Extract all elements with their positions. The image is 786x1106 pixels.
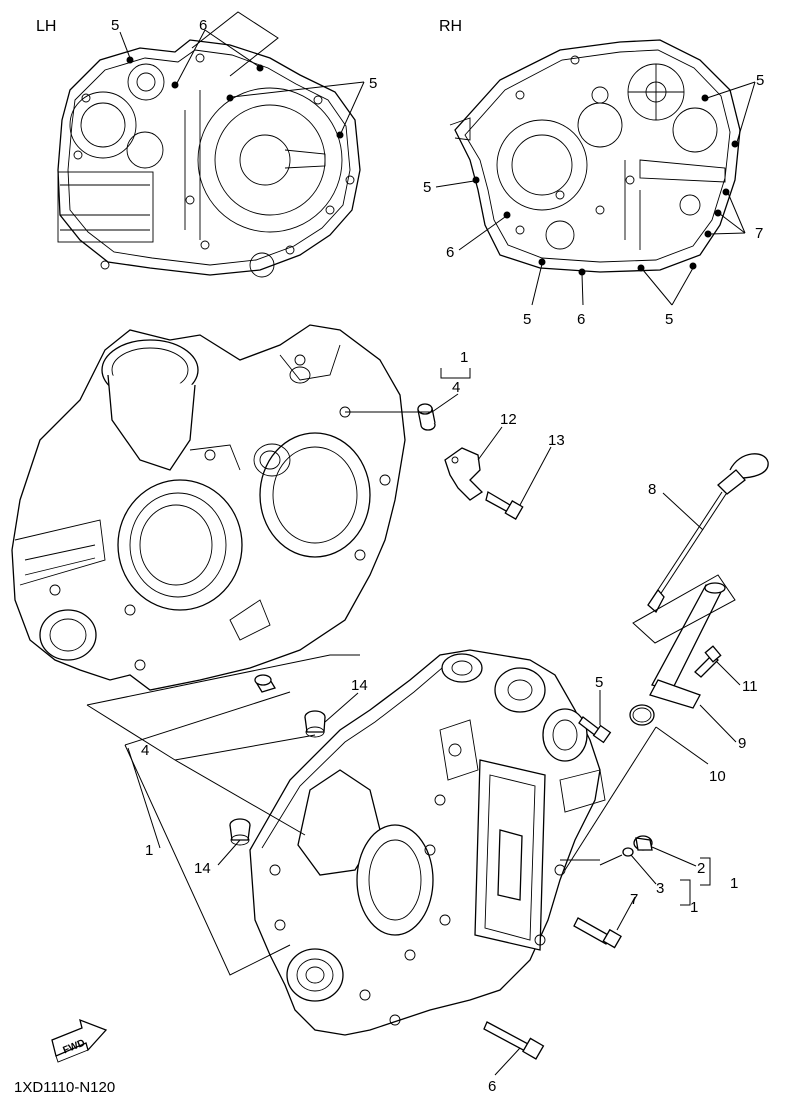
bolt-7 [573, 917, 622, 949]
callout-10: 10 [709, 768, 726, 785]
bolt-13 [485, 490, 524, 520]
diagram-code: 1XD1110-N120 [14, 1079, 115, 1096]
callout-rh-5-c: 5 [523, 311, 531, 328]
callout-1-left: 1 [145, 842, 153, 859]
callout-2: 2 [697, 860, 705, 877]
callout-4-top: 4 [452, 379, 460, 396]
callout-rh-5-a: 5 [756, 72, 764, 89]
lh-header: LH [36, 18, 56, 35]
bolt-11 [694, 645, 722, 678]
callout-1-top: 1 [460, 349, 468, 366]
callout-13: 13 [548, 432, 565, 449]
callout-8: 8 [648, 481, 656, 498]
callout-1-right-b: 1 [690, 899, 698, 916]
rh-header: RH [439, 18, 462, 35]
gasket [622, 847, 634, 857]
dowel-pin-left [254, 674, 276, 693]
lh-crankcase-outline-view [57, 39, 361, 278]
callout-rh-5-b: 5 [423, 179, 431, 196]
rh-leader-lines [435, 81, 756, 306]
crankcase-left-half [11, 324, 406, 691]
breather-plate [444, 447, 484, 501]
dowel-pin-top [417, 403, 436, 431]
callout-1-right-a: 1 [730, 875, 738, 892]
dowel-14-top [304, 710, 326, 738]
dowel-14-left [229, 818, 251, 846]
callout-4-left: 4 [141, 742, 149, 759]
bolt-5 [578, 716, 612, 744]
callout-9: 9 [738, 735, 746, 752]
callout-lh-5-right: 5 [369, 75, 377, 92]
callout-rh-5-d: 5 [665, 311, 673, 328]
main-leader-lines [86, 368, 741, 1076]
callout-14-left: 14 [194, 860, 211, 877]
callout-rh-6-a: 6 [446, 244, 454, 261]
callout-3: 3 [656, 880, 664, 897]
crankcase-right-half [249, 649, 606, 1036]
rh-crankcase-outline-view [449, 39, 741, 276]
callout-5: 5 [595, 674, 603, 691]
bolt-6-bottom [483, 1021, 545, 1060]
drain-plug [633, 835, 653, 851]
callout-6-bottom: 6 [488, 1078, 496, 1095]
callout-7: 7 [630, 891, 638, 908]
callout-lh-6: 6 [199, 17, 207, 34]
oil-filler-tube [649, 582, 726, 709]
callout-14-top: 14 [351, 677, 368, 694]
callout-lh-5: 5 [111, 17, 119, 34]
callout-11: 11 [742, 678, 758, 695]
oil-dipstick [647, 453, 769, 614]
callout-12: 12 [500, 411, 517, 428]
lh-leader-lines [119, 11, 365, 134]
callout-rh-7: 7 [755, 225, 763, 242]
o-ring [629, 704, 655, 726]
fwd-arrow: FWD [51, 1018, 108, 1063]
callout-rh-6-b: 6 [577, 311, 585, 328]
